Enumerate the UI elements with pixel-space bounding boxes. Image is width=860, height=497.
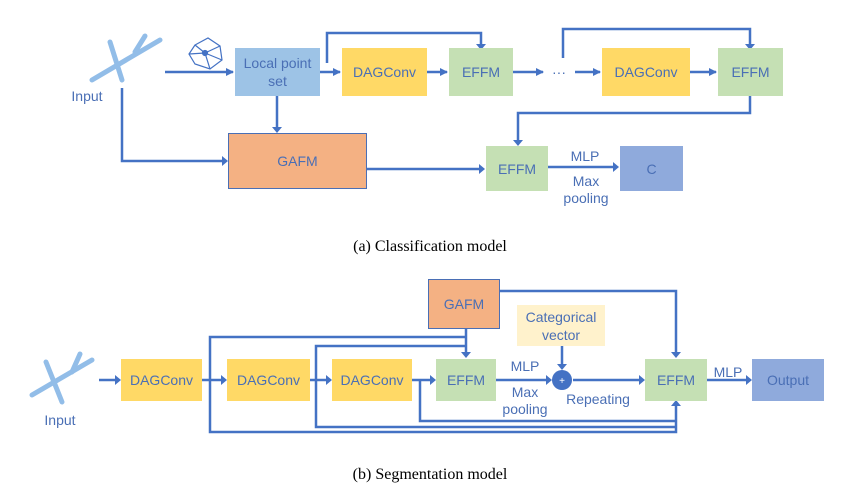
- arrowhead: [745, 44, 755, 50]
- effm-node-n: EFFM: [718, 48, 783, 96]
- arrowhead: [546, 375, 552, 385]
- arrow-skip-effm1: [325, 31, 483, 63]
- arrow-input-to-gafm: [120, 88, 226, 163]
- dagconv-node-n: DAGConv: [602, 48, 690, 96]
- arrowhead: [671, 352, 681, 358]
- caption-segmentation: (b) Segmentation model: [352, 466, 508, 483]
- arrow-seg-skip1-bottom: [208, 380, 678, 434]
- input-label-classification: Input: [71, 88, 103, 104]
- arrowhead: [639, 375, 645, 385]
- seg-dagconv-node-3: DAGConv: [332, 359, 412, 401]
- seg-gafm-node: GAFM: [428, 279, 500, 329]
- input-label-segmentation: Input: [44, 412, 76, 428]
- airplane-pointcloud-icon: [89, 33, 163, 83]
- seg-dagconv-node-2: DAGConv: [227, 359, 310, 401]
- arrowhead: [513, 140, 523, 146]
- seg-dagconv-node-1: DAGConv: [121, 359, 202, 401]
- arrowhead: [461, 352, 471, 358]
- seg-max-pooling-label: Max pooling: [502, 384, 548, 417]
- effm-node-1: EFFM: [449, 48, 513, 96]
- seg-output-node: Output: [752, 359, 824, 401]
- airplane-pointcloud-icon-seg: [29, 351, 95, 405]
- arrowhead: [613, 162, 619, 172]
- arrowhead: [326, 375, 332, 385]
- arrowhead: [222, 156, 228, 166]
- arrowhead: [430, 375, 436, 385]
- arrowhead: [671, 400, 681, 406]
- dagconv-node-1: DAGConv: [342, 48, 427, 96]
- sum-node: [552, 370, 572, 390]
- max-pooling-label: Max pooling: [563, 173, 609, 206]
- arrowhead: [479, 164, 485, 174]
- arrow-seg-skip2-bottom: [314, 380, 676, 429]
- plus-icon: +: [559, 376, 565, 387]
- effm-node-final: EFFM: [486, 146, 548, 191]
- seg-mlp-label-2: MLP: [713, 364, 743, 380]
- arrowhead: [476, 44, 486, 50]
- arrow-seg-skip1-top: [208, 335, 466, 380]
- arrow-seg-skip2-top: [314, 344, 466, 380]
- categorical-vector-node: Categorical vector: [517, 305, 605, 346]
- arrow-seg-skip3-bottom: [418, 380, 676, 423]
- graph-network-icon: [188, 37, 223, 70]
- mlp-label: MLP: [570, 148, 600, 164]
- arrow-effmn-to-effmfinal: [516, 96, 752, 144]
- local-point-set-node: Local point set: [235, 48, 320, 96]
- seg-effm-node-2: EFFM: [645, 359, 707, 401]
- ellipsis: ···: [552, 64, 566, 80]
- arrowhead: [221, 375, 227, 385]
- arrowhead: [115, 375, 121, 385]
- repeating-label: Repeating: [566, 391, 630, 407]
- class-output-node: C: [620, 146, 683, 191]
- arrow-skip-effmn: [561, 27, 752, 58]
- arrowhead: [557, 364, 567, 370]
- arrowhead: [272, 127, 282, 133]
- seg-effm-node-1: EFFM: [436, 359, 496, 401]
- seg-mlp-label: MLP: [510, 358, 540, 374]
- gafm-node: GAFM: [228, 133, 367, 189]
- arrowhead: [746, 375, 752, 385]
- caption-classification: (a) Classification model: [353, 238, 507, 255]
- arrow-seg-gafm-to-effm2: [500, 289, 678, 356]
